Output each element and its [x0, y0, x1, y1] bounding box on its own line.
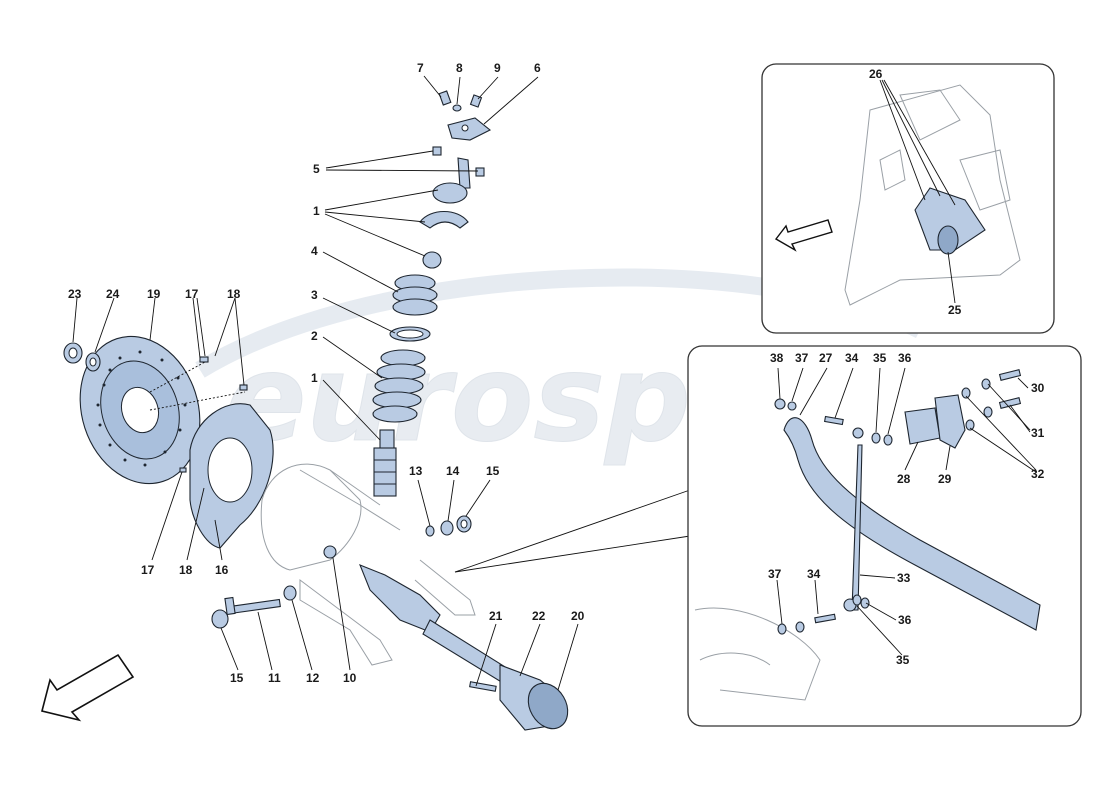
callout-12: 12	[306, 671, 320, 685]
coil-spring-main[interactable]	[372, 349, 426, 423]
callout-1-bottom: 1	[311, 371, 318, 385]
callout-35-bottom: 35	[896, 653, 910, 667]
callout-7: 7	[417, 61, 424, 75]
callout-labels: 7 8 9 6 5 1 4 3 2 1 23 24 19 17 18 17 18…	[68, 61, 1045, 685]
brake-disc[interactable]	[62, 321, 219, 500]
bar-clamp[interactable]	[934, 394, 966, 449]
top-mount-screw[interactable]	[438, 90, 452, 106]
inset-leaders	[776, 367, 1037, 656]
damper-body[interactable]	[373, 429, 397, 497]
callout-37-bottom: 37	[768, 567, 782, 581]
callout-35-top: 35	[873, 351, 887, 365]
callout-36-bottom: 36	[898, 613, 912, 627]
bar-bushing[interactable]	[904, 407, 941, 445]
callout-17-top: 17	[185, 287, 199, 301]
callout-15-top: 15	[486, 464, 500, 478]
callout-11: 11	[268, 671, 281, 685]
callout-17-bottom: 17	[141, 563, 155, 577]
callout-18-bottom: 18	[179, 563, 193, 577]
bolt-nut-14[interactable]	[440, 520, 454, 536]
callout-19: 19	[147, 287, 161, 301]
coil-spring-upper[interactable]	[392, 274, 438, 316]
clamp-washers[interactable]	[961, 378, 993, 431]
callout-14: 14	[446, 464, 460, 478]
callout-5: 5	[313, 162, 320, 176]
callout-37-top: 37	[795, 351, 809, 365]
callout-13: 13	[409, 464, 423, 478]
callout-28: 28	[897, 472, 911, 486]
callout-29: 29	[938, 472, 952, 486]
bolt-cap-15[interactable]	[456, 515, 472, 533]
damper-top[interactable]	[432, 157, 471, 204]
lower-bushing[interactable]	[283, 585, 297, 601]
callout-34-bottom: 34	[807, 567, 821, 581]
callout-27: 27	[819, 351, 833, 365]
callout-2: 2	[311, 329, 318, 343]
driveshaft-bolt[interactable]	[469, 681, 497, 692]
brake-shield[interactable]	[189, 403, 274, 549]
callout-33: 33	[897, 571, 911, 585]
callout-36-top: 36	[898, 351, 912, 365]
anti-roll-bar[interactable]	[783, 417, 1041, 631]
mount-bracket[interactable]	[914, 187, 986, 255]
callout-3: 3	[311, 288, 318, 302]
spring-ring[interactable]	[389, 326, 431, 342]
callout-25: 25	[948, 303, 962, 317]
bushing-10[interactable]	[323, 545, 337, 559]
bump-stop[interactable]	[422, 251, 442, 269]
inset-frame-top	[761, 63, 1055, 334]
callout-24: 24	[106, 287, 120, 301]
direction-arrow-inset	[774, 219, 833, 252]
callout-30: 30	[1031, 381, 1045, 395]
callout-21: 21	[489, 609, 503, 623]
callout-9: 9	[494, 61, 501, 75]
lower-bolt[interactable]	[224, 596, 281, 616]
callout-18-top: 18	[227, 287, 241, 301]
spring-seat-upper[interactable]	[419, 210, 469, 229]
hub-carrier	[260, 463, 476, 666]
callout-20: 20	[571, 609, 585, 623]
hub-washer[interactable]	[85, 352, 101, 372]
callout-10: 10	[343, 671, 357, 685]
bolt-washer-13[interactable]	[425, 525, 435, 537]
link-hardware-top[interactable]	[774, 398, 893, 446]
callout-38: 38	[770, 351, 784, 365]
callout-32: 32	[1031, 467, 1045, 481]
lower-cap[interactable]	[211, 609, 229, 629]
callout-16: 16	[215, 563, 229, 577]
main-leaders	[72, 75, 691, 691]
hub-nut[interactable]	[63, 342, 83, 364]
callout-26: 26	[869, 67, 883, 81]
callout-23: 23	[68, 287, 82, 301]
top-mount-washer[interactable]	[452, 104, 462, 112]
clamp-bolts[interactable]	[998, 369, 1022, 409]
callout-6: 6	[534, 61, 541, 75]
top-mount-bracket[interactable]	[447, 117, 492, 141]
link-hardware-bottom[interactable]	[777, 594, 870, 635]
callout-8: 8	[456, 61, 463, 75]
callout-22: 22	[532, 609, 546, 623]
drive-shaft[interactable]	[359, 564, 576, 736]
callout-34-top: 34	[845, 351, 859, 365]
callout-31: 31	[1031, 426, 1045, 440]
callout-15-bottom: 15	[230, 671, 244, 685]
callout-1-top: 1	[313, 204, 320, 218]
direction-arrow-main	[41, 653, 135, 722]
callout-4: 4	[311, 244, 318, 258]
